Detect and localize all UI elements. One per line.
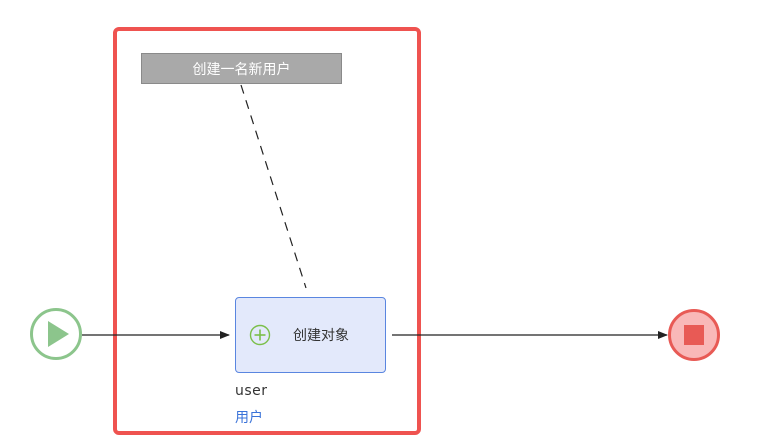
activity-label: 创建对象 (293, 328, 349, 344)
play-icon (48, 321, 69, 347)
output-variable-caption: 用户 (235, 410, 263, 426)
create-object-activity[interactable]: 创建对象 (235, 297, 386, 373)
stop-icon (684, 325, 704, 345)
add-circle-icon (249, 324, 271, 346)
annotation-text: 创建一名新用户 (192, 61, 291, 78)
start-event[interactable] (30, 308, 82, 360)
association-line (240, 84, 307, 289)
text-annotation[interactable]: 创建一名新用户 (141, 53, 342, 84)
output-variable-name: user (235, 383, 268, 399)
end-event[interactable] (668, 309, 720, 361)
selection-frame[interactable] (113, 27, 421, 435)
